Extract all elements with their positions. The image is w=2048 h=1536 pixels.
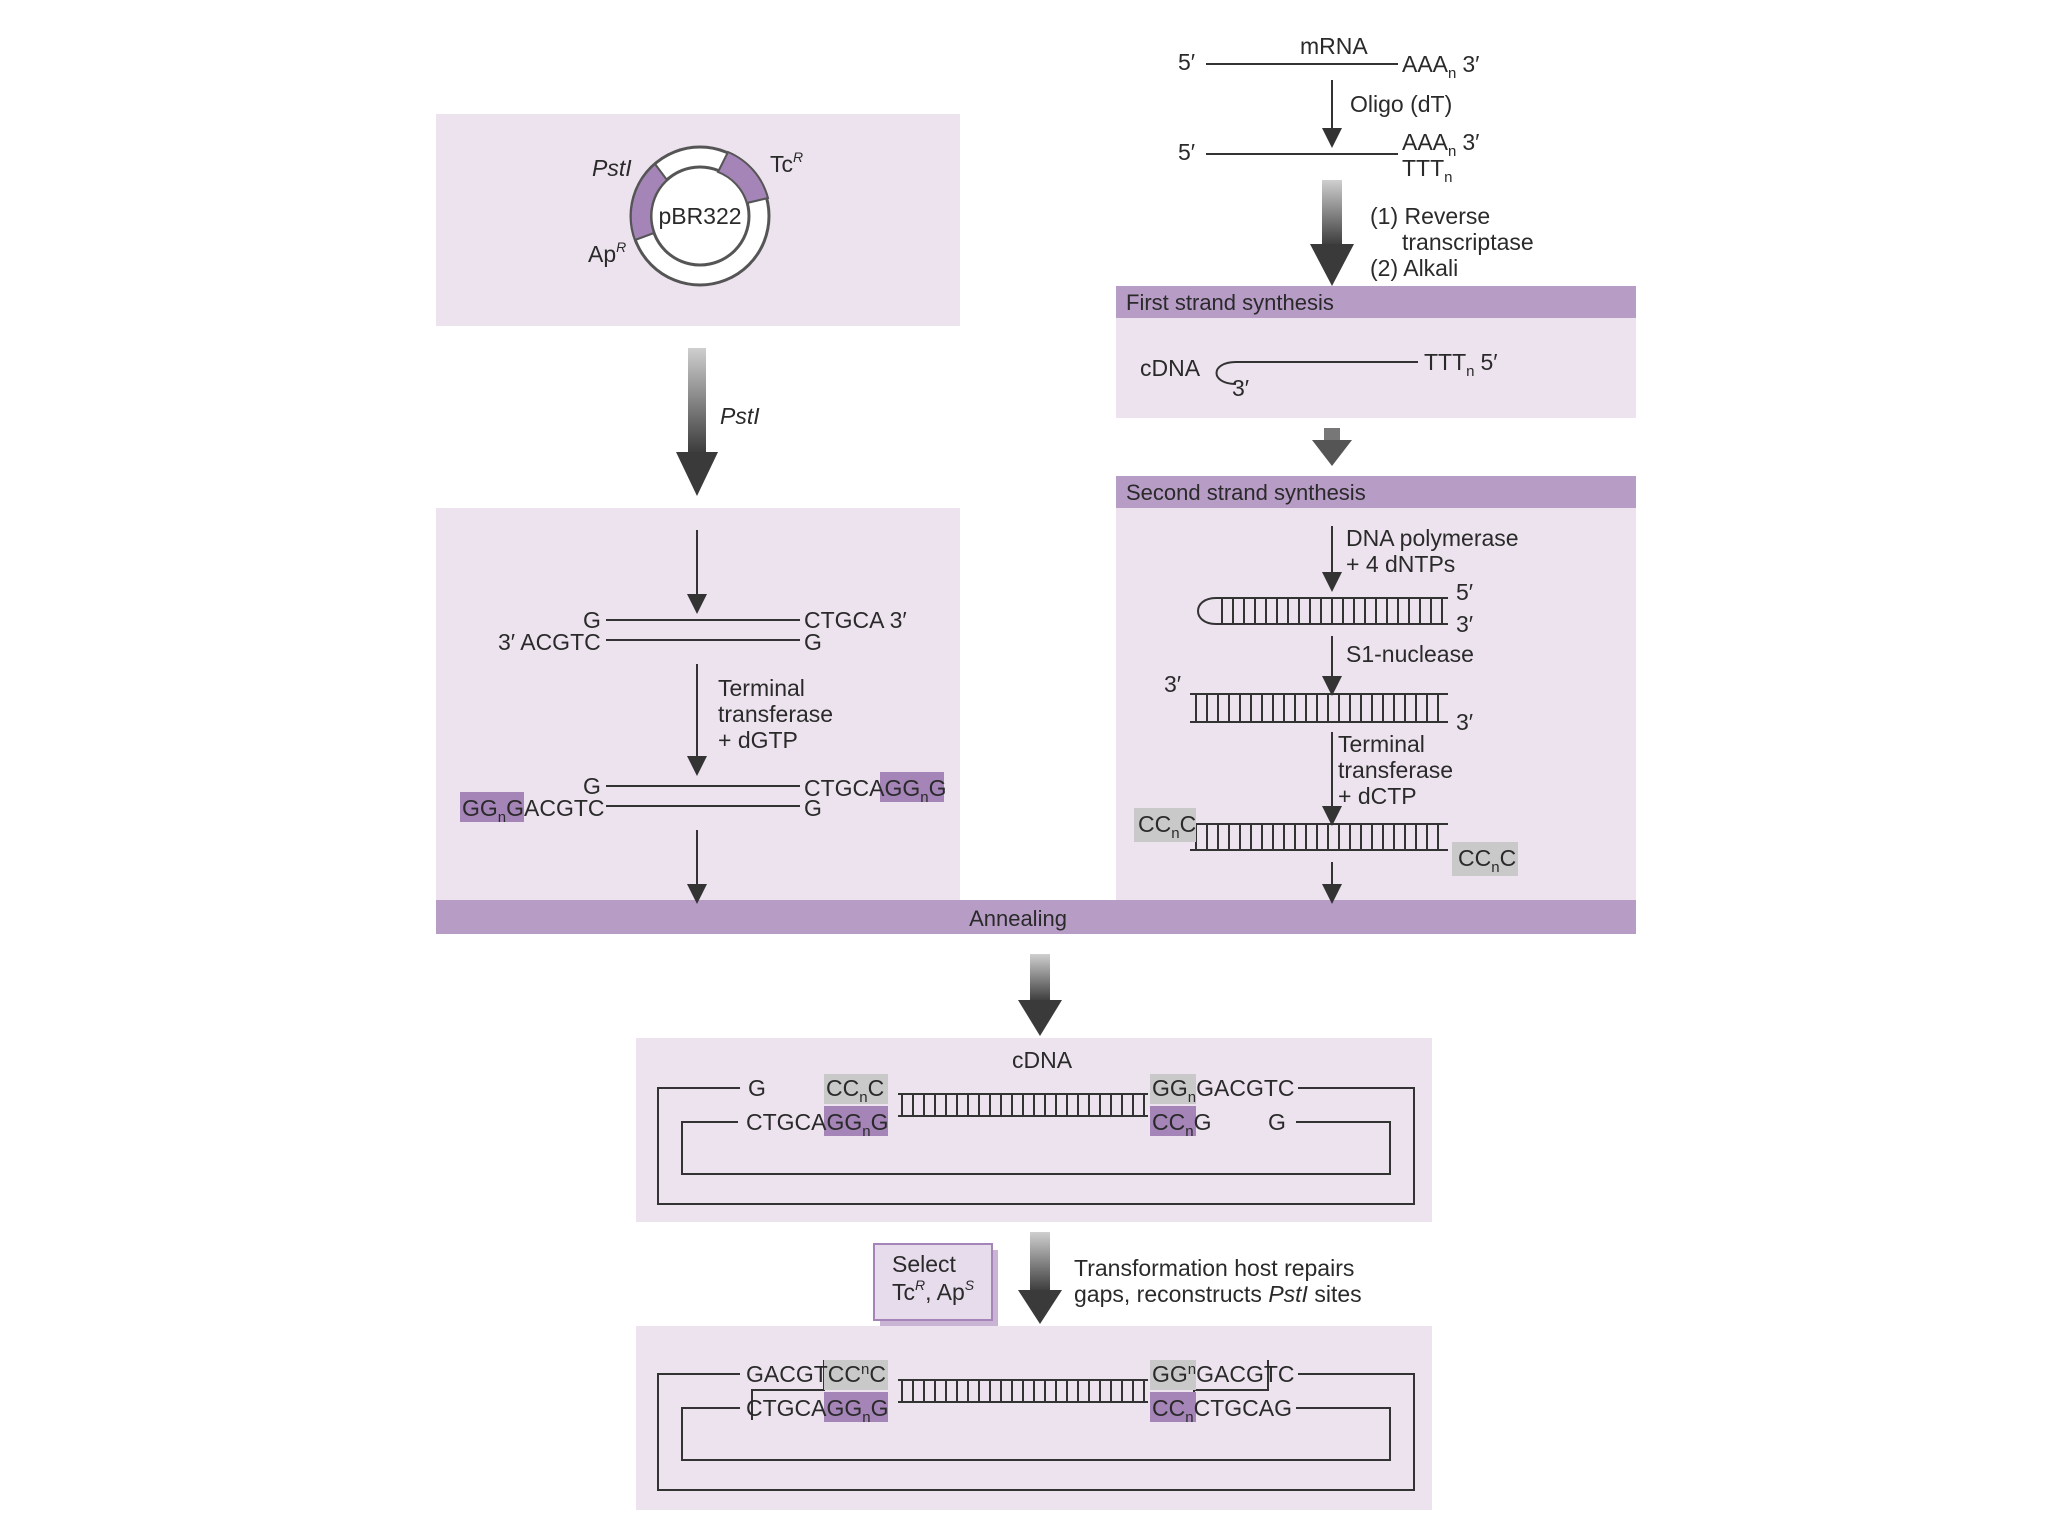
left-tt-line2: transferase xyxy=(718,701,833,727)
annealing-bar xyxy=(436,900,1636,934)
recomb-g-top: G xyxy=(748,1075,766,1101)
ds-cdna-3prime-left: 3′ xyxy=(1164,671,1181,697)
recomb-gg-right-hl xyxy=(1150,1074,1196,1104)
second-strand-header xyxy=(1116,476,1636,508)
plasmid-ap-label: ApR xyxy=(588,239,626,267)
recombinant-plasmid xyxy=(657,1087,1415,1205)
final-cc-right-hl xyxy=(1150,1392,1196,1422)
cc-tail-left: CCnC xyxy=(1138,811,1196,842)
hybrid-oligo-dt: TTTn xyxy=(1402,155,1453,186)
left-tail-top-highlight xyxy=(880,772,944,802)
first-strand-header xyxy=(1116,286,1636,318)
recomb-cc-right: CCnG xyxy=(1152,1109,1211,1140)
left-ctgca-3: CTGCA 3′ xyxy=(804,607,907,633)
hairpin-duplex xyxy=(1197,597,1448,625)
pol-line2: + 4 dNTPs xyxy=(1346,551,1455,577)
final-gg-right-hl xyxy=(1150,1360,1196,1390)
recomb-cc-left: CCnC xyxy=(826,1075,884,1106)
left-tt-line1: Terminal xyxy=(718,675,805,701)
select-line2: TcR, ApS xyxy=(892,1277,975,1305)
first-strand-3prime: 3′ xyxy=(1232,375,1249,401)
recomb-cdna-label: cDNA xyxy=(1012,1047,1073,1073)
oligo-dt-label: Oligo (dT) xyxy=(1350,91,1452,117)
recomb-ctgca-gg: CTGCAGGnG xyxy=(746,1109,889,1140)
second-strand-title: Second strand synthesis xyxy=(1126,480,1366,505)
left-tail-top: CTGCAGGnG xyxy=(804,775,947,806)
final-cc-left-hl xyxy=(824,1360,888,1390)
select-line1: Select xyxy=(892,1251,957,1277)
select-box: Select TcR, ApS xyxy=(873,1243,998,1326)
cc-tail-right: CCnC xyxy=(1458,845,1516,876)
psti-arrow-label: PstI xyxy=(720,403,760,429)
annealing-arrow xyxy=(1018,954,1062,1036)
annealing-label: Annealing xyxy=(969,906,1067,931)
rt-line2: transcriptase xyxy=(1402,229,1534,255)
transformation-line2: gaps, reconstructs PstI sites xyxy=(1074,1281,1362,1307)
right-tt-line3: + dCTP xyxy=(1338,783,1417,809)
pol-line1: DNA polymerase xyxy=(1346,525,1519,551)
mrna-5prime: 5′ xyxy=(1178,49,1195,75)
step-arrow-small xyxy=(1312,428,1352,466)
left-g-top: G xyxy=(583,607,601,633)
final-panel xyxy=(636,1326,1432,1510)
left-tail-g-bottom: G xyxy=(804,795,822,821)
final-gg-left-hl xyxy=(824,1392,888,1422)
recomb-cc-right-hl xyxy=(1150,1106,1196,1136)
final-ctgca-ggng: CTGCAGGnG xyxy=(746,1395,889,1426)
final-ggn-gacgtc: GGnGACGTC xyxy=(1152,1361,1295,1387)
right-tt-line1: Terminal xyxy=(1338,731,1425,757)
s1-nuclease-label: S1-nuclease xyxy=(1346,641,1474,667)
hairpin-5prime: 5′ xyxy=(1456,579,1473,605)
hairpin-3prime: 3′ xyxy=(1456,611,1473,637)
first-strand-title: First strand synthesis xyxy=(1126,290,1334,315)
transformation-line1: Transformation host repairs xyxy=(1074,1255,1354,1281)
left-tail-bottom-highlight xyxy=(460,792,524,822)
ds-cdna xyxy=(1190,693,1448,723)
left-tail-g-top: G xyxy=(583,773,601,799)
reverse-transcription-arrow xyxy=(1310,180,1354,286)
recombinant-panel xyxy=(636,1038,1432,1222)
cc-tail-left-highlight xyxy=(1134,808,1196,842)
psti-digest-arrow xyxy=(676,348,718,496)
rt-line1: (1) Reverse xyxy=(1370,203,1490,229)
hybrid-5prime: 5′ xyxy=(1178,139,1195,165)
final-ccn-ctgcag: CCnCTGCAG xyxy=(1152,1395,1292,1426)
first-strand-cdna: cDNA xyxy=(1140,355,1201,381)
right-tt-line2: transferase xyxy=(1338,757,1453,783)
plasmid-psti-label: PstI xyxy=(592,155,632,181)
plasmid-tc-label: TcR xyxy=(770,149,803,177)
left-3-acgtc: 3′ ACGTC xyxy=(498,629,601,655)
recomb-gg-gacgtc: GGnGACGTC xyxy=(1152,1075,1295,1106)
recomb-g-right: G xyxy=(1268,1109,1286,1135)
cc-tail-right-highlight xyxy=(1452,842,1518,876)
left-tt-line3: + dGTP xyxy=(718,727,798,753)
transformation-arrow xyxy=(1018,1232,1062,1324)
final-gacgt-ccnc: GACGTCCnC xyxy=(746,1361,886,1387)
left-tail-bottom: GGnGACGTC xyxy=(462,795,605,826)
mrna-label: mRNA xyxy=(1300,33,1368,59)
rt-line3: (2) Alkali xyxy=(1370,255,1458,281)
left-g-bottom: G xyxy=(804,629,822,655)
plasmid-pbr322: pBR322 PstI TcR ApR xyxy=(588,145,803,287)
ds-cdna-3prime-right: 3′ xyxy=(1456,709,1473,735)
recomb-gg-left-hl xyxy=(824,1106,888,1136)
plasmid-name: pBR322 xyxy=(658,203,741,229)
recomb-cc-left-hl xyxy=(824,1074,888,1104)
second-strand-panel xyxy=(1116,476,1636,900)
